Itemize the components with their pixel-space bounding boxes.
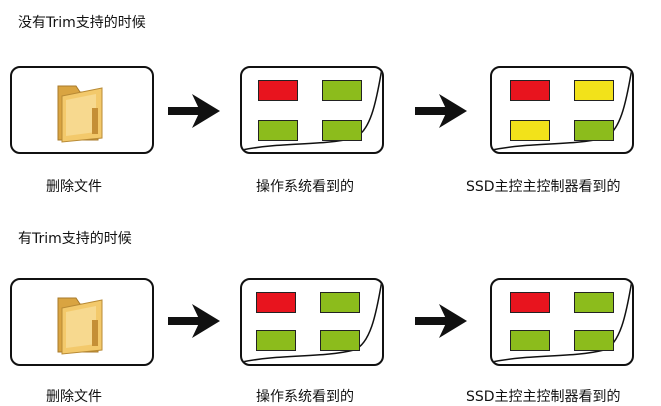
row1-heading: 没有Trim支持的时候 [18, 15, 146, 31]
row2-ssd-block-3 [510, 330, 550, 351]
row2-os-block-4 [320, 330, 360, 351]
row2-heading: 有Trim支持的时候 [18, 231, 132, 247]
row1-os-block-3 [258, 120, 298, 141]
row2-ssd-view-panel [490, 278, 634, 366]
row2-os-view-panel [240, 278, 384, 366]
row2-os-block-3 [256, 330, 296, 351]
arrow-right-icon [415, 94, 467, 128]
row1-ssd-block-3 [510, 120, 550, 141]
row1-deleted-file-panel [10, 66, 154, 154]
row1-ssd-block-2 [574, 80, 614, 101]
row2-caption-delete: 删除文件 [46, 389, 102, 405]
row2-ssd-block-1 [510, 292, 550, 313]
row2-os-block-1 [256, 292, 296, 313]
folder-icon [57, 85, 103, 143]
row2-deleted-file-panel [10, 278, 154, 366]
row2-caption-ssd: SSD主控主控制器看到的 [466, 389, 621, 405]
row1-os-block-4 [322, 120, 362, 141]
arrow-right-icon [168, 304, 220, 338]
row2-caption-os: 操作系统看到的 [256, 389, 354, 405]
row2-ssd-block-2 [574, 292, 614, 313]
row1-os-block-2 [322, 80, 362, 101]
row1-os-view-panel [240, 66, 384, 154]
row1-ssd-view-panel [490, 66, 634, 154]
row1-os-block-1 [258, 80, 298, 101]
row2-ssd-block-4 [574, 330, 614, 351]
folder-icon [57, 297, 103, 355]
row2-os-block-2 [320, 292, 360, 313]
arrow-right-icon [168, 94, 220, 128]
row1-caption-os: 操作系统看到的 [256, 179, 354, 195]
row1-ssd-block-1 [510, 80, 550, 101]
arrow-right-icon [415, 304, 467, 338]
row1-caption-delete: 删除文件 [46, 179, 102, 195]
row1-ssd-block-4 [574, 120, 614, 141]
row1-caption-ssd: SSD主控主控制器看到的 [466, 179, 621, 195]
